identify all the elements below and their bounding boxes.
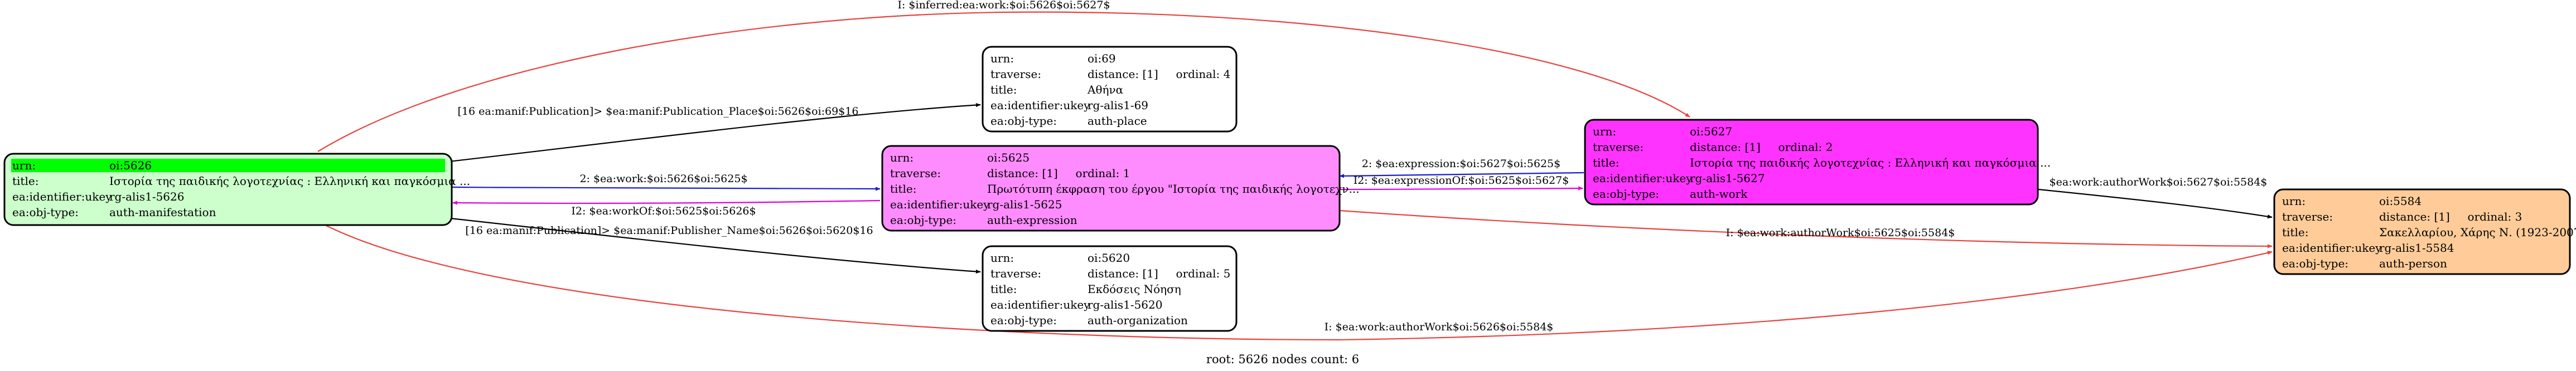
node-field-value: Εκδόσεις Νόηση — [1088, 282, 1181, 296]
node-field-key: ea:obj-type: — [990, 314, 1057, 327]
node-field-key: title: — [990, 282, 1017, 296]
node-field-value: distance: [1] ordinal: 3 — [2379, 210, 2522, 223]
node-field-key: ea:obj-type: — [2282, 257, 2348, 270]
node-field-key: traverse: — [1593, 140, 1644, 154]
node-field-key: title: — [990, 83, 1017, 96]
node-field-key: traverse: — [890, 167, 941, 180]
node-field-key: ea:obj-type: — [890, 213, 956, 227]
edge-label-author-work-5625: I: $ea:work:authorWork$oi:5625$oi:5584$ — [1726, 227, 1955, 239]
node-field-value: rg-alis1-5584 — [2379, 241, 2454, 255]
node-field-key: traverse: — [2282, 210, 2333, 223]
edge-label-inferred-work: I: $inferred:ea:work:$oi:5626$oi:5627$ — [897, 0, 1110, 11]
node-field-key: ea:identifier:ukey — [990, 99, 1090, 112]
edge-author-work-5626: I: $ea:work:authorWork$oi:5626$oi:5584$ — [326, 225, 2273, 341]
edge-work: 2: $ea:work:$oi:5626$oi:5625$ — [451, 173, 881, 191]
node-5625[interactable]: urn: oi:5625 traverse: distance: [1] ord… — [881, 145, 1360, 232]
node-field-key: ea:obj-type: — [12, 206, 79, 219]
node-field-value: oi:5625 — [987, 151, 1030, 164]
edge-author-work-5625: I: $ea:work:authorWork$oi:5625$oi:5584$ — [1339, 209, 2273, 248]
node-field-key: urn: — [990, 52, 1014, 65]
edge-author-work-5627: $ea:work:authorWork$oi:5627$oi:5584$ — [2038, 176, 2273, 219]
node-field-key: ea:identifier:ukey — [1593, 172, 1693, 185]
node-field-value: oi:5627 — [1690, 125, 1732, 138]
node-field-value: Πρωτότυπη έκφραση του έργου "Ιστορία της… — [987, 182, 1360, 196]
node-field-value: Αθήνα — [1087, 83, 1123, 96]
node-5627[interactable]: urn: oi:5627 traverse: distance: [1] ord… — [1584, 119, 2051, 206]
node-field-key: urn: — [990, 251, 1014, 265]
node-5626-row-urn: urn: oi:5626 — [12, 159, 152, 172]
node-field-value: auth-person — [2379, 257, 2447, 270]
node-5626[interactable]: urn: oi:5626 title: Ιστορία της παιδικής… — [3, 153, 470, 226]
node-field-key: title: — [2282, 226, 2308, 239]
node-field-value: distance: [1] ordinal: 5 — [1088, 267, 1230, 280]
node-field-key: ea:obj-type: — [990, 114, 1057, 128]
edge-publisher-name: [16 ea:manif:Publication]> $ea:manif:Pub… — [450, 217, 981, 274]
node-field-value: Ιστορία της παιδικής λογοτεχνίας : Ελλην… — [1690, 156, 2051, 169]
node-field-value: rg-alis1-5627 — [1690, 172, 1765, 185]
node-field-key: urn: — [890, 151, 914, 164]
node-field-value: oi:5620 — [1088, 251, 1130, 265]
edge-label-work: 2: $ea:work:$oi:5626$oi:5625$ — [579, 173, 747, 185]
node-field-value: auth-work — [1690, 187, 1748, 201]
node-field-value: auth-organization — [1088, 314, 1188, 327]
node-field-value: distance: [1] ordinal: 1 — [987, 167, 1130, 180]
node-field-value: rg-alis1-69 — [1088, 99, 1148, 112]
node-field-value: distance: [1] ordinal: 2 — [1690, 140, 1833, 154]
node-5626-row-identifier: ea:identifier:ukey rg-alis1-5626 — [12, 190, 184, 203]
node-field-key: ea:identifier:ukey — [990, 298, 1090, 311]
node-field-value: oi:69 — [1088, 52, 1116, 65]
node-field-key: ea:identifier:ukey — [890, 198, 990, 211]
edge-label-publication-place: [16 ea:manif:Publication]> $ea:manif:Pub… — [458, 105, 859, 118]
node-69[interactable]: urn: oi:69 traverse: distance: [1] ordin… — [982, 46, 1238, 133]
node-field-value: rg-alis1-5626 — [109, 190, 184, 203]
node-5626-row-title: title: Ιστορία της παιδικής λογοτεχνίας … — [12, 174, 470, 188]
node-field-value: auth-manifestation — [109, 206, 216, 219]
edge-label-author-work-5627: $ea:work:authorWork$oi:5627$oi:5584$ — [2050, 176, 2268, 188]
edge-publication-place: [16 ea:manif:Publication]> $ea:manif:Pub… — [448, 102, 981, 163]
node-field-key: title: — [1593, 156, 1619, 169]
node-field-key: urn: — [2282, 194, 2306, 208]
node-field-value: auth-expression — [987, 213, 1077, 227]
edge-label-work-of: I2: $ea:workOf:$oi:5625$oi:5626$ — [571, 205, 756, 217]
graph-caption: root: 5626 nodes count: 6 — [1206, 353, 1359, 366]
node-5620[interactable]: urn: oi:5620 traverse: distance: [1] ord… — [982, 245, 1238, 332]
node-5626-row-obj-type: ea:obj-type: auth-manifestation — [12, 206, 216, 219]
edge-expression: 2: $ea:expression:$oi:5627$oi:5625$ — [1339, 158, 1584, 178]
edge-label-author-work-5626: I: $ea:work:authorWork$oi:5626$oi:5584$ — [1325, 321, 1554, 333]
node-5584[interactable]: urn: oi:5584 traverse: distance: [1] ord… — [2273, 188, 2576, 275]
node-field-key: ea:obj-type: — [1593, 187, 1659, 201]
node-field-value: auth-place — [1088, 114, 1147, 128]
node-field-value: rg-alis1-5620 — [1088, 298, 1162, 311]
node-field-key: traverse: — [990, 67, 1041, 81]
node-field-key: urn: — [1593, 125, 1616, 138]
node-field-value: oi:5626 — [109, 159, 152, 172]
edge-expression-of: I2: $ea:expressionOf:$oi:5625$oi:5627$ — [1339, 174, 1583, 191]
node-field-value: distance: [1] ordinal: 4 — [1088, 67, 1230, 81]
edge-inferred-work: I: $inferred:ea:work:$oi:5626$oi:5627$ — [317, 0, 1690, 152]
node-field-value: rg-alis1-5625 — [987, 198, 1062, 211]
node-field-value: Σακελλαρίου, Χάρης Ν. (1923-2007) — [2379, 226, 2576, 239]
node-field-key: ea:identifier:ukey — [12, 190, 112, 203]
edge-work-of: I2: $ea:workOf:$oi:5625$oi:5626$ — [452, 199, 881, 217]
node-field-key: ea:identifier:ukey — [2282, 241, 2382, 255]
node-field-value: Ιστορία της παιδικής λογοτεχνίας : Ελλην… — [109, 174, 470, 188]
edge-label-expression: 2: $ea:expression:$oi:5627$oi:5625$ — [1362, 158, 1561, 170]
node-field-key: title: — [12, 174, 38, 188]
edge-label-publisher-name: [16 ea:manif:Publication]> $ea:manif:Pub… — [465, 224, 873, 237]
node-field-value: oi:5584 — [2379, 194, 2422, 208]
edge-label-expression-of: I2: $ea:expressionOf:$oi:5625$oi:5627$ — [1354, 174, 1569, 187]
node-field-key: title: — [890, 182, 916, 196]
node-field-key: urn: — [12, 159, 36, 172]
node-field-key: traverse: — [990, 267, 1041, 280]
